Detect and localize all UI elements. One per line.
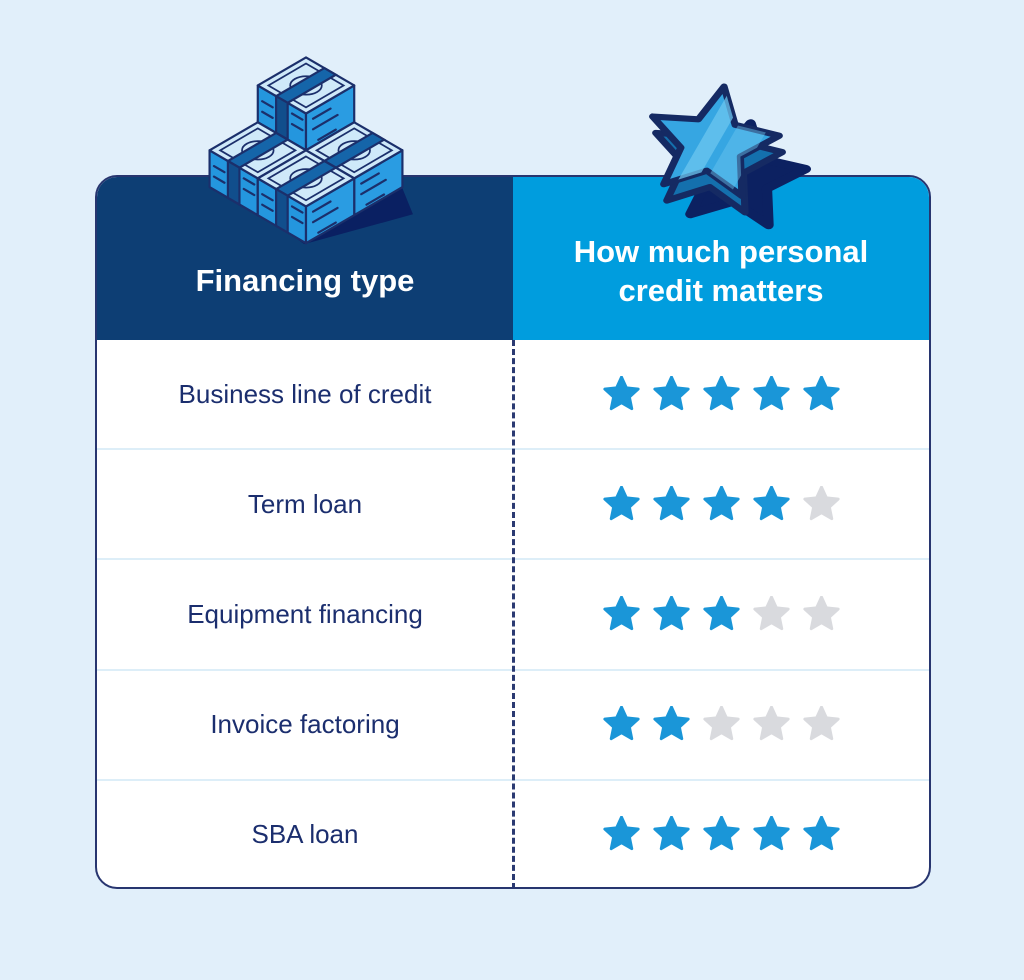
star-filled-icon xyxy=(602,706,640,741)
star-filled-icon xyxy=(752,485,790,520)
financing-type-label: Equipment financing xyxy=(187,599,423,629)
star-filled-icon xyxy=(752,816,790,851)
financing-type-label: Business line of credit xyxy=(178,378,432,409)
star-empty-icon xyxy=(802,706,840,741)
star-filled-icon xyxy=(752,375,790,410)
star-filled-icon xyxy=(652,375,690,410)
star-empty-icon xyxy=(752,596,790,631)
credit-matters-header-label: How much personal credit matters xyxy=(573,233,869,308)
star-filled-icon xyxy=(602,375,640,410)
financing-type-header-label: Financing type xyxy=(195,262,415,298)
financing-type-label: SBA loan xyxy=(251,819,359,850)
star-3d-illustration xyxy=(612,70,827,234)
star-rating xyxy=(513,450,929,558)
star-filled-icon xyxy=(602,816,640,851)
star-filled-icon xyxy=(652,485,690,520)
star-filled-icon xyxy=(602,596,640,631)
star-filled-icon xyxy=(652,706,690,741)
star-empty-icon xyxy=(752,706,790,741)
money-stacks-illustration xyxy=(208,56,413,245)
star-empty-icon xyxy=(702,706,740,741)
star-empty-icon xyxy=(802,596,840,631)
star-filled-icon xyxy=(802,816,840,851)
star-rating xyxy=(513,340,929,448)
star-filled-icon xyxy=(702,596,740,631)
comparison-table: Financing type How much personal credit … xyxy=(95,175,931,889)
star-empty-icon xyxy=(802,485,840,520)
star-rating xyxy=(513,671,929,779)
column-header-credit-matters: How much personal credit matters xyxy=(513,177,929,340)
table-row: Business line of credit xyxy=(97,340,929,448)
star-filled-icon xyxy=(652,816,690,851)
financing-type-label: Invoice factoring xyxy=(210,709,400,740)
star-rating xyxy=(513,781,929,887)
column-divider-dashed-line xyxy=(511,340,515,887)
table-row: Equipment financing xyxy=(97,558,929,668)
star-filled-icon xyxy=(602,485,640,520)
star-filled-icon xyxy=(702,816,740,851)
star-filled-icon xyxy=(802,375,840,410)
table-body: Business line of credit Term loan xyxy=(97,340,929,887)
financing-type-label: Term loan xyxy=(247,488,363,519)
star-filled-icon xyxy=(702,375,740,410)
star-rating xyxy=(513,560,929,668)
star-filled-icon xyxy=(652,596,690,631)
star-filled-icon xyxy=(702,485,740,520)
